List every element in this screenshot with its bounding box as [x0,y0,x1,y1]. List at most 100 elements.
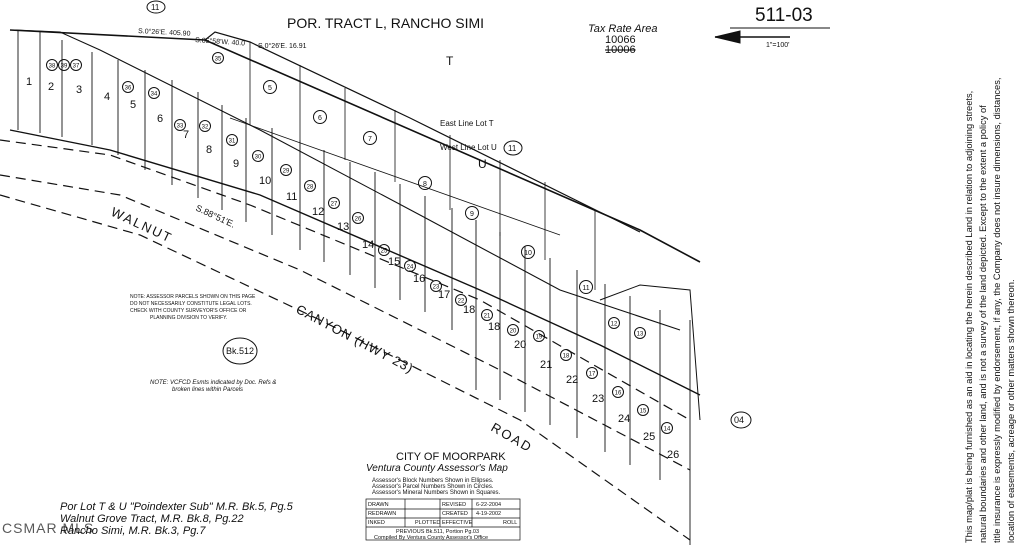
parcel-circle-number: 12 [611,322,618,328]
parcel-circle [481,309,493,321]
svg-text:NOTE: VCFCD Esmts indicated by: NOTE: VCFCD Esmts indicated by Doc. Refs… [150,380,276,386]
parcel-circle [263,80,277,94]
parcel-circle [378,244,390,256]
parcel-circle-number: 9 [470,211,474,218]
parcel-circle-number: 26 [355,217,362,223]
svg-text:PREVIOUS Bk.511, Portion Pg.03: PREVIOUS Bk.511, Portion Pg.03 [396,529,479,535]
lower-parcel-circle: 22 [455,294,467,306]
parcel-number: 18 [463,304,475,316]
svg-text:INKED: INKED [368,520,385,526]
parcel-number: 10 [259,175,271,187]
east-line-label: East Line Lot T [440,119,494,128]
parcel-circle [58,59,70,71]
watermark: CSMAR MLS [2,520,94,536]
canyon-label: CANYON (HWY 23) [294,301,417,376]
parcel-circle [637,404,649,416]
revision-table-text: DRAWN REVISED 6-22-2004 REDRAWN CREATED … [368,502,517,541]
parcel-number: 17 [438,289,450,301]
parcel-circle [313,110,327,124]
tax-rate-old: 10006 [605,44,636,56]
parcel-number: 23 [592,393,604,405]
parcel-circle-number: 18 [563,354,570,360]
lower-parcel-circle: 31 [226,134,238,146]
parcel-circle-number: 20 [510,329,517,335]
book-512-ellipse [222,337,258,365]
parcel-number: 24 [618,413,630,425]
parcel-circle [280,164,292,176]
lower-parcel-circle: 39 [58,59,70,71]
svg-text:CREATED: CREATED [442,511,468,517]
lower-parcel-circle: 28 [304,180,316,192]
parcel-circle [148,87,160,99]
parcel-circle-number: 10 [524,250,532,257]
parcel-number: 5 [130,99,136,111]
tax-rate-current: 10066 [605,34,636,46]
svg-text:PLOTTED: PLOTTED [415,520,440,526]
parcel-circle [328,197,340,209]
lower-parcel-circle: 38 [46,59,58,71]
svg-text:CITY OF MOORPARK: CITY OF MOORPARK [396,451,506,463]
parcel-circle [404,260,416,272]
parcel-04-ellipse [730,411,752,429]
lot-t-label: T [446,54,454,68]
parcel-circle [634,327,646,339]
parcel-number: 6 [157,113,163,125]
parcel-circle-number: 13 [637,332,644,338]
parcel-circle [46,59,58,71]
parcel-circle-number: 19 [536,335,543,341]
parcel-number: 15 [388,256,400,268]
svg-text:Assessor's Block Numbers Shown: Assessor's Block Numbers Shown in Ellips… [372,478,494,484]
svg-text:Por Lot T & U "Poindexter Sub": Por Lot T & U "Poindexter Sub" M.R. Bk.5… [60,501,294,513]
svg-text:Walnut Grove Tract, M.R. Bk.8,: Walnut Grove Tract, M.R. Bk.8, Pg.22 [60,513,244,525]
lower-parcel-circle: 29 [280,164,292,176]
block-11-label: 11 [508,144,517,153]
road-edge-south-2 [0,194,691,541]
parcel-circle-number: 24 [407,265,414,271]
lower-parcel-circle: 19 [533,330,545,342]
svg-text:REDRAWN: REDRAWN [368,511,396,517]
upper-parcel-circle: 9 [465,206,479,220]
map-number: 511-03 [755,5,813,26]
parcel-circle [586,367,598,379]
parcel-number: 22 [566,374,578,386]
top-bearing: S.0°26'E. 405.90 [138,27,191,38]
parcel-circle-number: 25 [381,249,388,255]
upper-parcel-circle: 6 [313,110,327,124]
parcel-circle-number: 39 [61,64,68,70]
lower-parcel-circle: 13 [634,327,646,339]
parcel-circle [352,212,364,224]
parcel-circle [533,330,545,342]
parcel-number: 7 [183,129,189,141]
road-edge-south [0,174,691,471]
parcel-circle-number: 34 [151,92,158,98]
parcel-circle-number: 5 [268,85,272,92]
svg-text:Assessor's Mineral Numbers Sho: Assessor's Mineral Numbers Shown in Squa… [372,490,501,496]
parcel-number: 14 [362,239,374,251]
parcel-circle [430,280,442,292]
lower-parcel-circle: 15 [637,404,649,416]
svg-text:EFFECTIVE: EFFECTIVE [442,520,473,526]
parcel-circle-number: 30 [255,155,262,161]
upper-lot-dividers [249,42,596,290]
lower-lots-north-line [14,29,681,331]
lower-parcel-circle: 25 [378,244,390,256]
parcel-circle-number: 27 [331,202,338,208]
parcel-circle-number: 6 [318,115,322,122]
parcel-circle [521,245,535,259]
parcel-circle-number: 36 [125,86,132,92]
lower-parcel-circle: 34 [148,87,160,99]
parcel-circle [212,52,224,64]
parcel-circle-number: 21 [484,314,491,320]
lot-u-label: U [478,157,487,171]
bearing-two: S.85°58'W. 40.0 [195,36,246,47]
parcel-04-label: 04 [734,415,744,425]
disclaimer-line-1: This map/plat is being furnished as an a… [964,91,974,543]
city-title-block: CITY OF MOORPARK Ventura County Assessor… [366,451,508,496]
road-bearing: S.88°51'E. [194,203,237,230]
lower-parcel-circle: 17 [586,367,598,379]
disclaimer-block: This map/plat is being furnished as an a… [964,78,1016,543]
parcel-number: 16 [413,273,425,285]
road-edge-north [0,139,691,421]
parcel-number: 20 [514,339,526,351]
